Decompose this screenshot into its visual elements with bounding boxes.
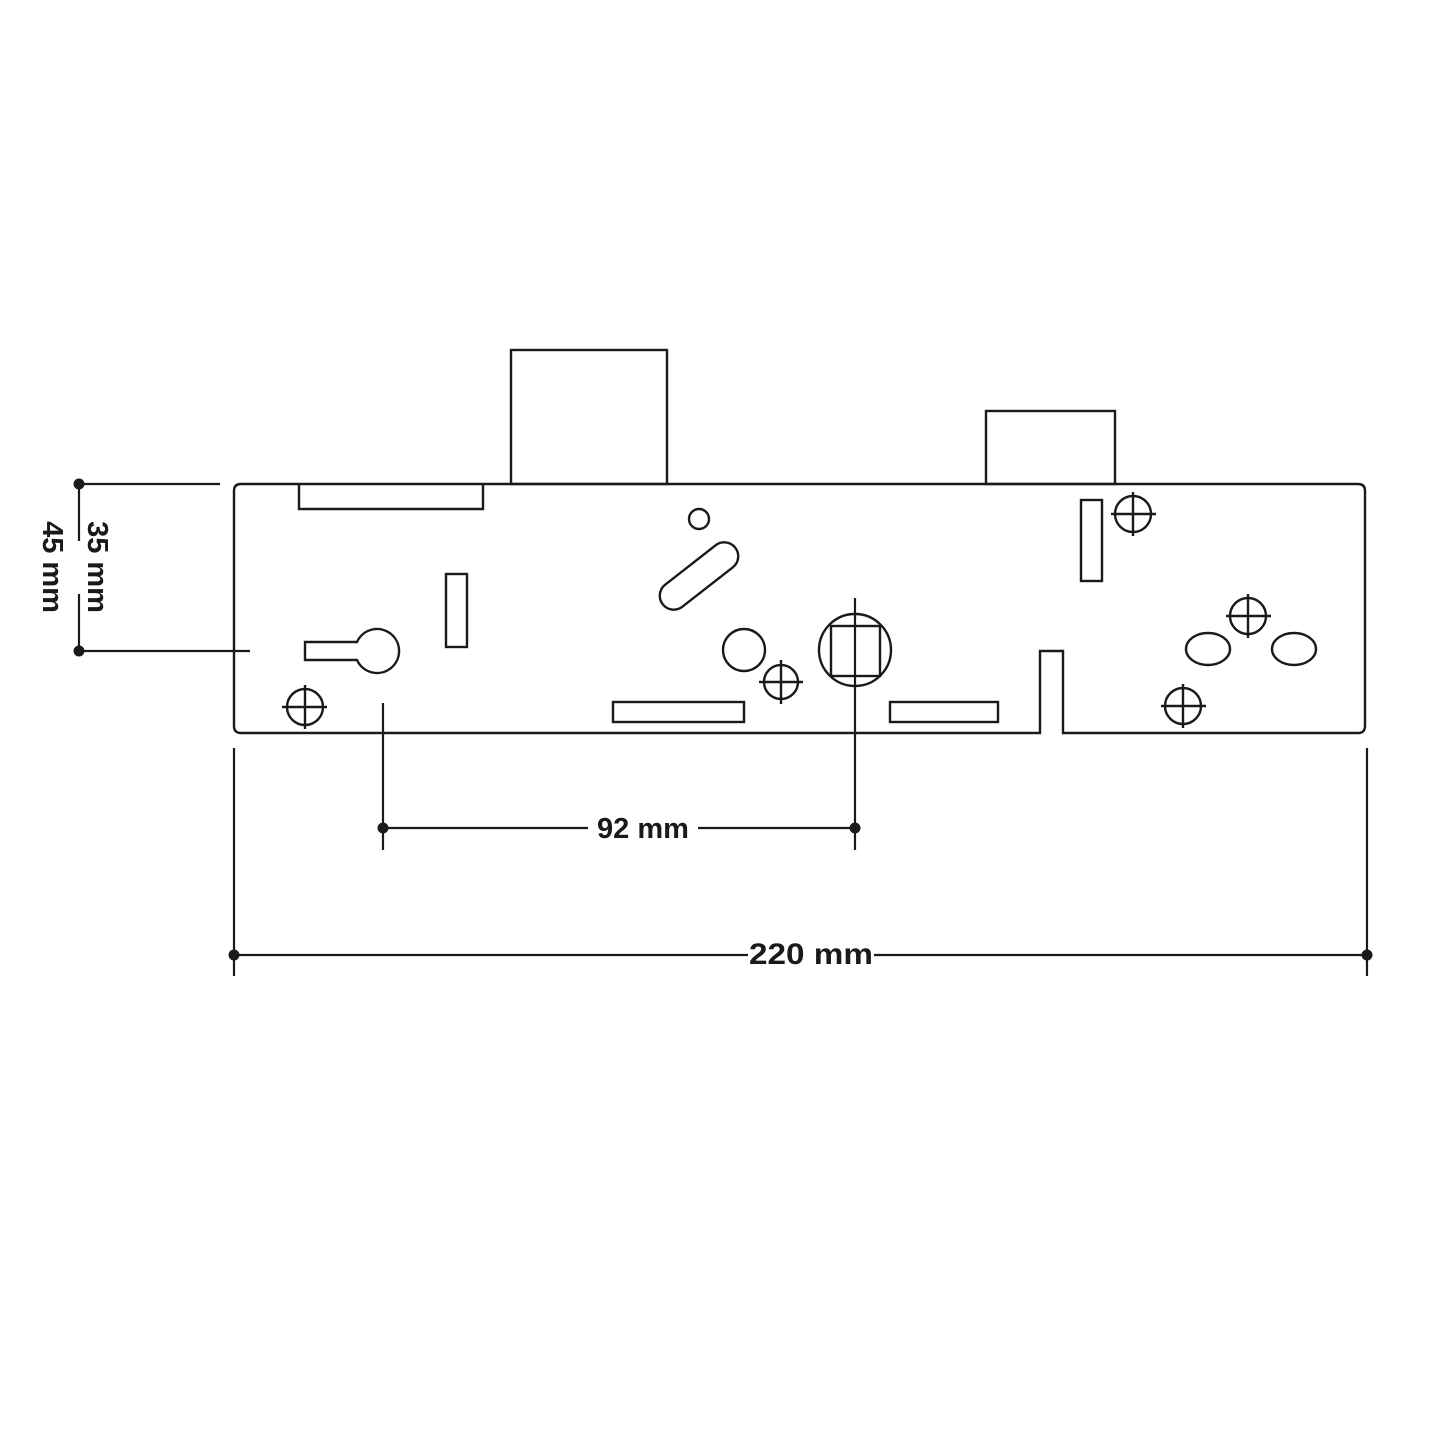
vertical-slot-right [1079,498,1104,583]
deadbolt [509,348,669,486]
vertical-slot-left [444,572,469,649]
fixing-hole-icon [1111,492,1156,536]
bottom-slot-right [888,700,1000,724]
centres-label: 92 mm [597,813,689,845]
faceplate-depth-label: 45 mm [36,521,68,613]
case-outline [232,482,1367,735]
bottom-slot-left [611,700,746,724]
oval-hole-left [1184,631,1232,667]
case-length-label: 220 mm [749,938,873,971]
dimension-backset: 35 mm 45 mm [36,478,250,657]
keyhole-profile [303,627,401,675]
backset-label: 35 mm [81,521,113,613]
fixing-hole-icon [282,685,327,729]
small-hole [687,507,711,531]
oval-hole-right [1270,631,1318,667]
top-slot [297,484,485,511]
fixing-hole-icon [759,660,803,704]
dimension-centres: 92 mm [377,598,861,850]
diagonal-slot [658,541,740,611]
fixing-hole-icon [1226,594,1271,638]
dimension-case-length: 220 mm [228,748,1373,976]
round-hole [721,627,767,673]
latch [984,409,1117,486]
fixing-hole-icon [1161,684,1206,728]
